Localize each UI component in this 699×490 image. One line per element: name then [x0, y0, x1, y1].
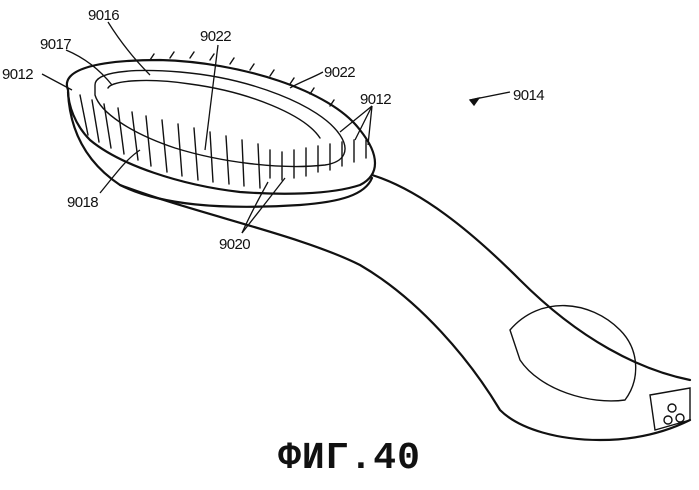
handle — [120, 175, 690, 440]
label-9017: 9017 — [40, 36, 71, 53]
label-9018: 9018 — [67, 194, 98, 211]
reference-numerals: 9016 9017 9012 9022 9022 9012 9018 9020 … — [2, 7, 544, 253]
label-9020: 9020 — [219, 236, 250, 253]
label-9022-inner: 9022 — [200, 28, 231, 45]
figure-caption: ФИГ.40 — [0, 437, 699, 480]
leader-lines — [42, 22, 510, 233]
label-9014: 9014 — [513, 87, 544, 104]
label-9016: 9016 — [88, 7, 119, 24]
label-9012-right: 9012 — [360, 91, 391, 108]
brush-head — [67, 60, 375, 207]
label-9012-left: 9012 — [2, 66, 33, 83]
label-9022-rim: 9022 — [324, 64, 355, 81]
